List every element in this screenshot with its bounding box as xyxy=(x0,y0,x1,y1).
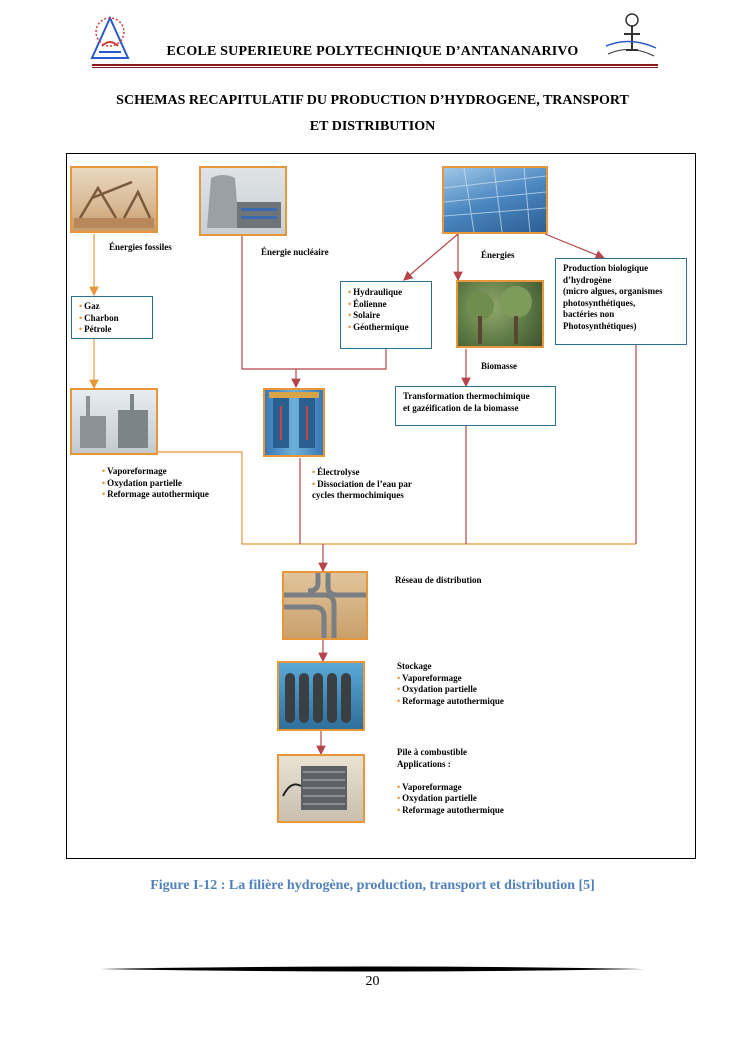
label-energie-nucleaire: Énergie nucléaire xyxy=(261,247,329,257)
list-item: •Électrolyse xyxy=(312,467,360,477)
list-item: •Géothermique xyxy=(348,321,409,332)
page-number: 20 xyxy=(365,974,380,989)
list-item: •Éolienne xyxy=(348,298,387,309)
department-logo-right xyxy=(602,10,658,62)
reforming-plant-image xyxy=(70,388,158,455)
fuel-cell-image xyxy=(277,754,365,823)
list-item: •Gaz xyxy=(79,301,100,311)
document-title-line-1: SCHEMAS RECAPITULATIF DU PRODUCTION D’HY… xyxy=(116,93,629,108)
label-reseau-distribution: Réseau de distribution xyxy=(395,575,482,585)
footer-rule xyxy=(100,966,645,972)
list-item: •Reformage autothermique xyxy=(397,695,504,706)
list-item: •Charbon xyxy=(79,312,119,323)
list-item: •Vaporeformage xyxy=(397,781,462,792)
diagram-frame xyxy=(66,153,696,859)
label-energies: Énergies xyxy=(481,250,515,260)
list-item: •Oxydation partielle xyxy=(397,793,477,803)
electrolyser-image xyxy=(263,388,325,457)
oil-pump-image xyxy=(70,166,158,233)
list-item: •Solaire xyxy=(348,310,380,320)
list-item: •Dissociation de l’eau par xyxy=(312,478,412,489)
list-item: •Hydraulique xyxy=(348,287,403,297)
list-item: •Oxydation partielle xyxy=(102,477,182,488)
list-item: •Vaporeformage xyxy=(102,466,167,476)
stockage-list: Stockage •Vaporeformage •Oxydation parti… xyxy=(397,661,504,706)
renewable-sources-box: •Hydraulique •Éolienne •Solaire •Géother… xyxy=(340,281,432,349)
label-biomasse: Biomasse xyxy=(481,361,517,371)
reforming-list: •Vaporeformage •Oxydation partielle •Ref… xyxy=(102,466,209,501)
fossil-sources-box: •Gaz •Charbon •Pétrole xyxy=(71,296,153,339)
figure-caption: Figure I-12 : La filière hydrogène, prod… xyxy=(150,878,595,893)
electrolysis-list: •Électrolyse •Dissociation de l’eau par … xyxy=(312,467,412,502)
header-rule-thin xyxy=(92,67,658,68)
list-item: •Reformage autothermique xyxy=(397,804,504,815)
list-item: •Reformage autothermique xyxy=(102,489,209,499)
list-item: cycles thermochimiques xyxy=(312,490,404,500)
nuclear-plant-image xyxy=(199,166,287,236)
solar-panels-image xyxy=(442,166,548,234)
pile-applications-list: Pile à combustible Applications : •Vapor… xyxy=(397,747,504,815)
header-rule xyxy=(92,64,658,66)
school-logo-left xyxy=(84,10,136,62)
bio-production-box: Production biologique d’hydrogène (micro… xyxy=(555,258,687,345)
pipeline-network-image xyxy=(282,571,368,640)
list-item: •Vaporeformage xyxy=(397,672,462,683)
storage-tanks-image xyxy=(277,661,365,731)
school-name: ECOLE SUPERIEURE POLYTECHNIQUE D’ANTANAN… xyxy=(166,44,579,59)
list-item: •Oxydation partielle xyxy=(397,684,477,694)
document-title-line-2: ET DISTRIBUTION xyxy=(309,119,436,134)
list-item: •Pétrole xyxy=(79,324,112,334)
document-title: SCHEMAS RECAPITULATIF DU PRODUCTION D’HY… xyxy=(60,88,685,140)
label-energies-fossiles: Énergies fossiles xyxy=(109,242,172,252)
biomass-forest-image xyxy=(456,280,544,348)
thermochemical-box: Transformation thermochimique et gazéifi… xyxy=(395,386,556,426)
